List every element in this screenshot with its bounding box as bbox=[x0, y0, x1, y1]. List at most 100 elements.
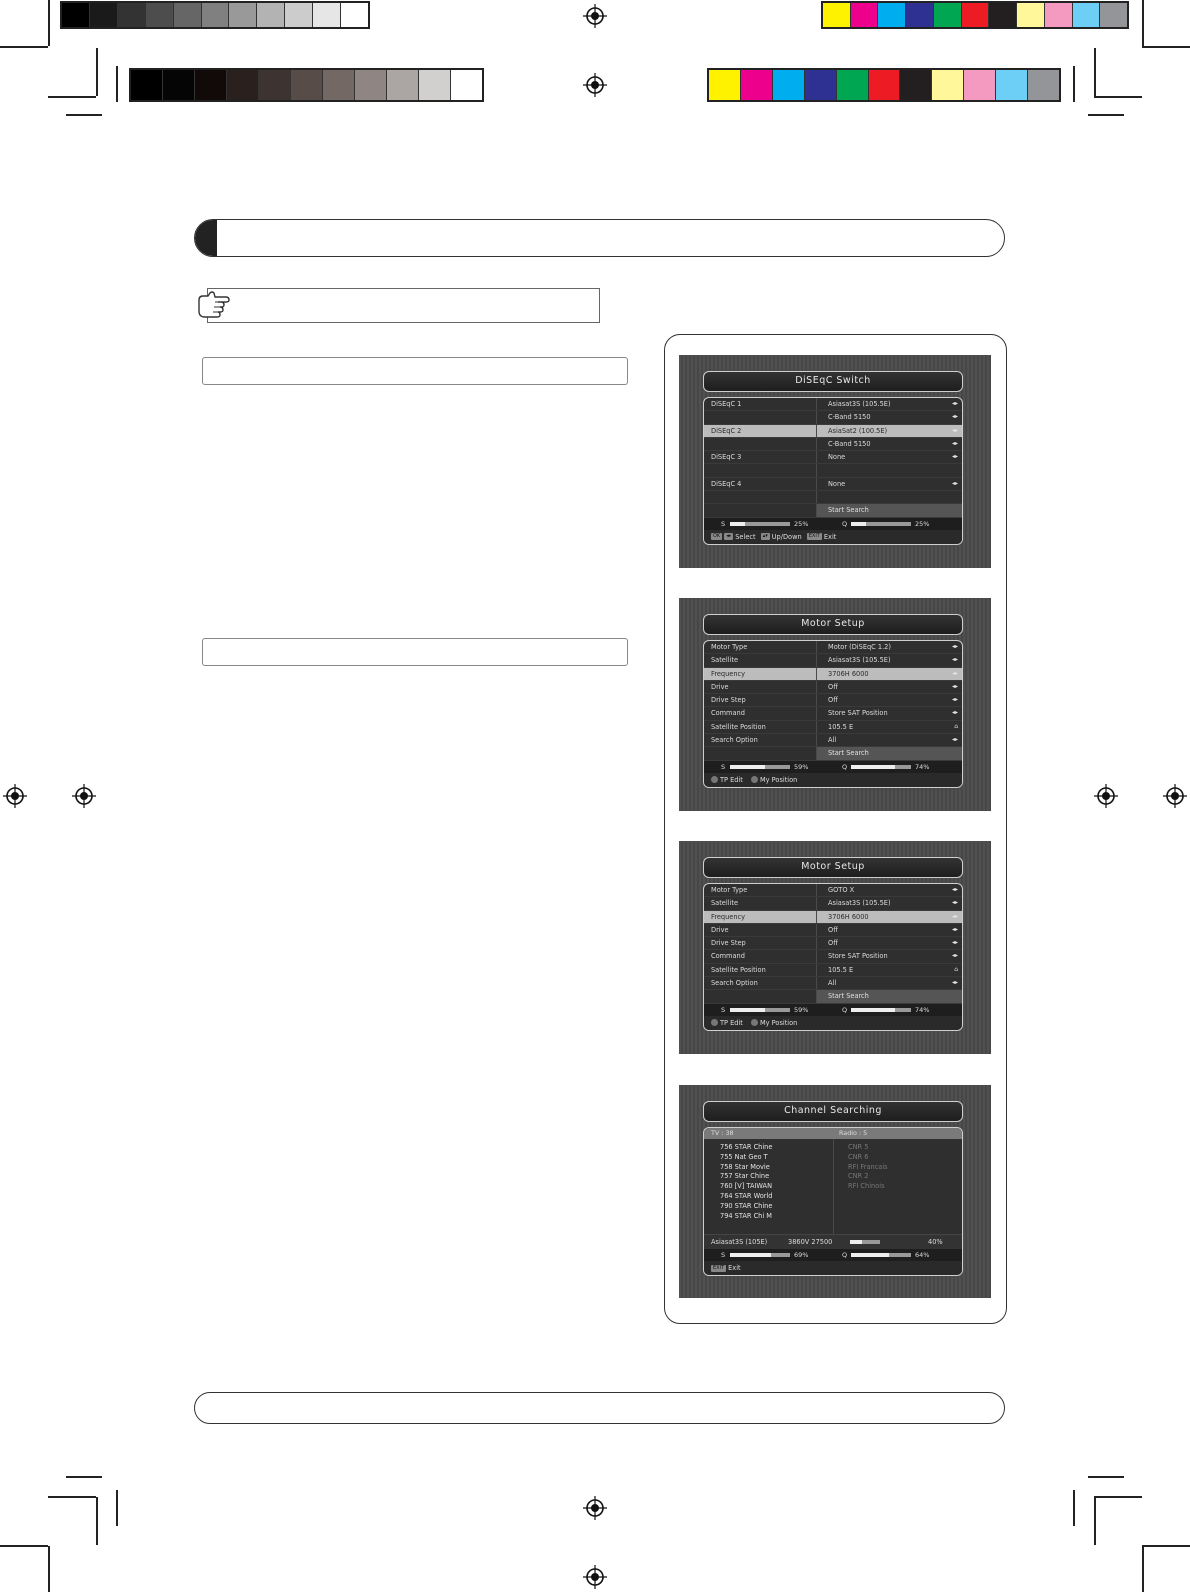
color-swatch bbox=[340, 3, 368, 27]
color-swatch bbox=[995, 70, 1028, 100]
left-right-arrow-icon: ◂▸ bbox=[951, 426, 958, 434]
crop-mark bbox=[1094, 96, 1142, 98]
help-select: Select bbox=[735, 532, 756, 541]
registration-mark-icon bbox=[583, 73, 607, 97]
left-right-arrow-icon: ◂▸ bbox=[951, 656, 958, 664]
crop-mark bbox=[116, 1490, 118, 1526]
left-right-arrow-icon: ◂▸ bbox=[951, 696, 958, 704]
setting-row[interactable]: C-Band 5150◂▸ bbox=[704, 437, 962, 452]
crop-mark bbox=[1142, 1546, 1144, 1592]
list-item: 760 [V] TAIWAN bbox=[720, 1182, 773, 1191]
setting-value: Asiasat3S (105.5E) bbox=[828, 656, 891, 665]
setting-label: Motor Type bbox=[711, 886, 748, 894]
setting-value: C-Band 5150 bbox=[828, 439, 871, 448]
color-swatch bbox=[899, 70, 932, 100]
pointing-hand-icon bbox=[198, 291, 230, 318]
left-right-key-icon: ◂▸ bbox=[724, 533, 734, 541]
setting-row[interactable] bbox=[704, 491, 962, 505]
setting-row[interactable] bbox=[704, 464, 962, 478]
setting-label: Command bbox=[711, 952, 745, 961]
setting-label: Satellite bbox=[711, 899, 739, 908]
setting-value: Start Search bbox=[828, 749, 869, 758]
crop-mark bbox=[1094, 1497, 1096, 1545]
color-swatch bbox=[932, 3, 961, 27]
setting-label: Search Option bbox=[711, 736, 758, 745]
color-swatch bbox=[450, 70, 482, 100]
left-right-arrow-icon: ◂▸ bbox=[951, 912, 958, 920]
color-swatch bbox=[228, 3, 257, 27]
signal-s-value: 59% bbox=[794, 762, 809, 771]
setting-row[interactable]: Drive Step Off ◂▸ bbox=[704, 694, 962, 708]
color-swatch bbox=[931, 70, 964, 100]
setting-value: Off bbox=[828, 696, 838, 705]
start-search-button[interactable]: Start Search bbox=[704, 504, 962, 518]
color-swatch bbox=[116, 3, 145, 27]
signal-s-value: 59% bbox=[794, 1005, 809, 1014]
up-down-key-icon: ▴▾ bbox=[760, 533, 770, 541]
setting-value: 3706H 6000 bbox=[828, 912, 869, 921]
setting-label: Drive Step bbox=[711, 696, 746, 705]
color-swatch bbox=[823, 3, 850, 27]
left-right-arrow-icon: ◂▸ bbox=[951, 899, 958, 907]
signal-bar: S 25% Q 25% bbox=[704, 517, 962, 530]
color-swatch bbox=[258, 70, 290, 100]
setting-value: AsiaSat2 (100.5E) bbox=[828, 426, 888, 435]
setting-label: Command bbox=[711, 709, 745, 718]
signal-q-meter bbox=[851, 764, 911, 769]
registration-mark-icon bbox=[1163, 784, 1187, 808]
list-item: 756 STAR Chine bbox=[720, 1143, 773, 1151]
color-swatch bbox=[739, 70, 772, 100]
signal-bar: S 69% Q 64% bbox=[704, 1249, 962, 1261]
color-swatch bbox=[1071, 3, 1100, 27]
start-search-button[interactable]: Start Search bbox=[704, 990, 962, 1004]
setting-label: DiSEqC 1 bbox=[711, 400, 742, 408]
green-button-icon bbox=[750, 1019, 758, 1027]
setting-label: Drive Step bbox=[711, 939, 746, 948]
color-swatch bbox=[960, 3, 989, 27]
color-swatch bbox=[877, 3, 906, 27]
setting-row[interactable]: C-Band 5150◂▸ bbox=[704, 411, 962, 425]
color-swatch bbox=[200, 3, 229, 27]
color-swatch bbox=[418, 70, 450, 100]
signal-s-meter bbox=[730, 1007, 790, 1012]
channel-searching-screen: Channel Searching TV : 38 Radio : 5 756 … bbox=[679, 1085, 991, 1298]
start-search-button[interactable]: Start Search bbox=[704, 747, 962, 761]
left-right-arrow-icon: ◂▸ bbox=[951, 886, 958, 893]
crop-mark bbox=[1142, 46, 1190, 48]
signal-bar: S 59% Q 74% bbox=[704, 760, 962, 773]
crop-mark bbox=[1142, 1545, 1190, 1547]
color-swatch bbox=[709, 70, 740, 100]
signal-q-meter bbox=[851, 521, 911, 526]
green-button-icon bbox=[750, 776, 758, 784]
color-swatch bbox=[131, 70, 162, 100]
setting-row[interactable]: Satellite Asiasat3S (105.5E) ◂▸ bbox=[704, 897, 962, 911]
setting-value: Asiasat3S (105.5E) bbox=[828, 899, 891, 908]
color-swatch bbox=[162, 70, 194, 100]
signal-s-label: S bbox=[721, 519, 726, 528]
list-item: 757 Star Chine bbox=[720, 1172, 770, 1181]
registration-mark-icon bbox=[583, 4, 607, 28]
crop-mark bbox=[1073, 66, 1075, 102]
list-item: 764 STAR World bbox=[720, 1191, 773, 1200]
